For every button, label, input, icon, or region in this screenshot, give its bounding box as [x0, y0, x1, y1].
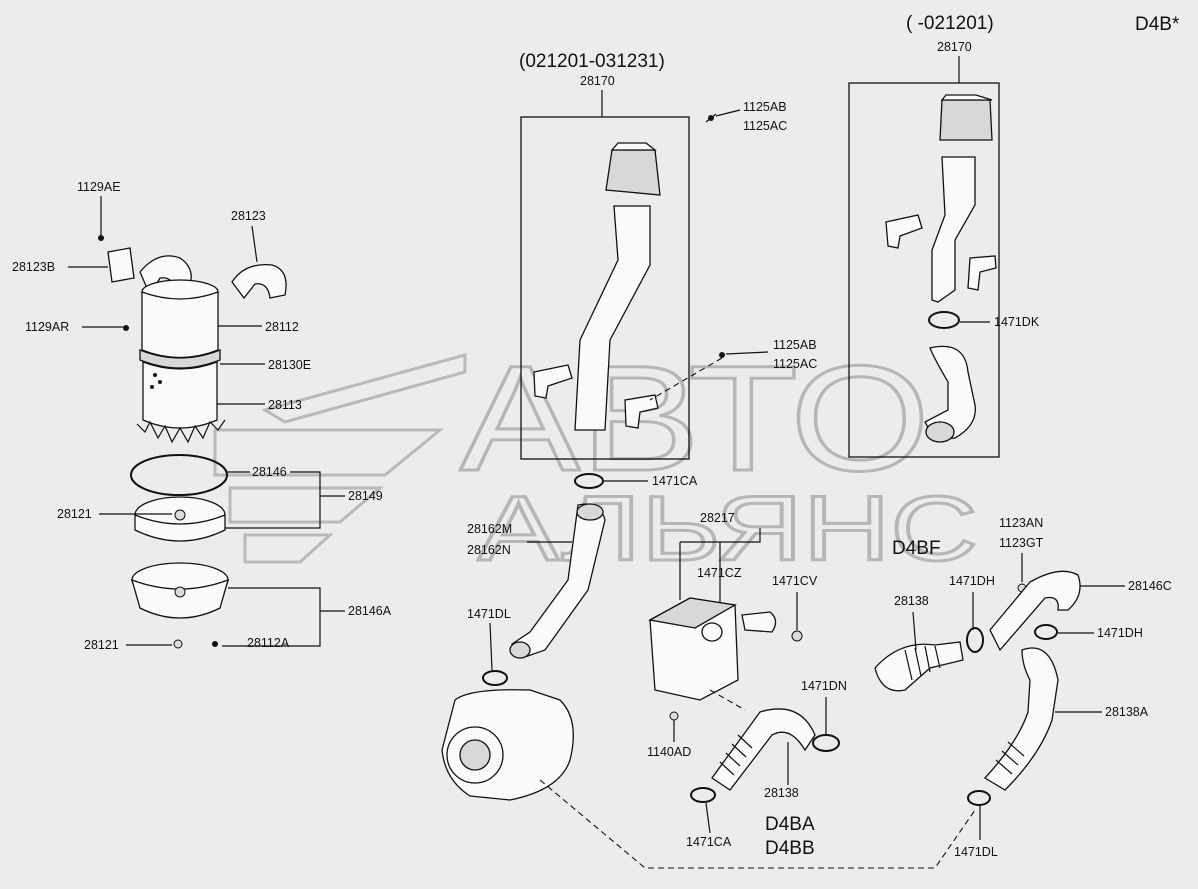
label-1123gt: 1123GT — [999, 536, 1044, 550]
label-28170-right: 28170 — [937, 40, 972, 54]
label-28123: 28123 — [231, 209, 266, 223]
kit-box-early — [848, 82, 1000, 458]
engine-d4ba: D4BA — [765, 814, 815, 835]
label-1471cv: 1471CV — [772, 574, 818, 588]
snorkel-kit-early: 28170 1471DK — [848, 40, 1040, 458]
kit-box-middle — [520, 116, 690, 460]
label-28146a: 28146A — [348, 604, 392, 618]
watermark-line1: АВТО — [460, 334, 930, 502]
label-28149: 28149 — [348, 489, 383, 503]
label-1129ae: 1129AE — [77, 180, 121, 194]
clamp-1471dk — [928, 311, 960, 329]
label-28138a: 28138A — [1105, 705, 1149, 719]
watermark: АВТО АЛЬЯНС — [213, 333, 980, 582]
label-1125ab-top: 1125AB — [743, 100, 787, 114]
snorkel-kit-middle: 28170 1125AB 1125AC 1125AB 1125AC — [520, 74, 817, 460]
label-1471dh-b: 1471DH — [1097, 626, 1143, 640]
intake-hoses-center: 1471CA 28162M 28162N 1471DL 28217 1471CZ… — [441, 473, 847, 849]
label-28138-right: 28138 — [894, 594, 929, 608]
label-1471ca-top: 1471CA — [652, 474, 698, 488]
label-28112: 28112 — [265, 320, 299, 334]
label-1140ad: 1140AD — [647, 745, 691, 759]
label-28113: 28113 — [268, 398, 302, 412]
header-middle: (021201-031231) — [519, 51, 665, 72]
label-28112a: 28112A — [247, 636, 290, 650]
watermark-wing-logo — [213, 353, 467, 564]
label-28123b: 28123B — [12, 260, 55, 274]
label-28146c: 28146C — [1128, 579, 1172, 593]
label-28121-a: 28121 — [57, 507, 92, 521]
engine-d4bb: D4BB — [765, 838, 815, 859]
label-1471dl-left: 1471DL — [467, 607, 511, 621]
label-1471dn: 1471DN — [801, 679, 847, 693]
engine-d4bf: D4BF — [892, 538, 941, 559]
label-28146: 28146 — [252, 465, 287, 479]
label-28170-mid: 28170 — [580, 74, 615, 88]
watermark-line2: АЛЬЯНС — [478, 478, 978, 580]
intake-hoses-d4bf: 1123AN 1123GT 28146C 1471DH 28138 1471DH… — [874, 516, 1172, 859]
label-1471dh-a: 1471DH — [949, 574, 995, 588]
label-28138-mid: 28138 — [764, 786, 799, 800]
label-28130e: 28130E — [268, 358, 311, 372]
label-1471ca-bot: 1471CA — [686, 835, 732, 849]
gasket-28146 — [130, 454, 228, 496]
label-28217: 28217 — [700, 511, 735, 525]
label-28162n: 28162N — [467, 543, 511, 557]
label-1125ac-mid: 1125AC — [773, 357, 817, 371]
label-28121-b: 28121 — [84, 638, 119, 652]
air-cleaner-assembly: 1129AE 28123B 28123 28112 1129AR 28130E … — [12, 180, 392, 652]
label-1123an: 1123AN — [999, 516, 1043, 530]
label-1471dk: 1471DK — [994, 315, 1040, 329]
variant-code: D4B* — [1135, 14, 1180, 35]
label-1129ar: 1129AR — [25, 320, 69, 334]
label-1125ab-mid: 1125AB — [773, 338, 817, 352]
header-early: ( -021201) — [906, 13, 994, 34]
label-28162m: 28162M — [467, 522, 512, 536]
label-1471cz: 1471CZ — [697, 566, 742, 580]
label-1471dl-right: 1471DL — [954, 845, 998, 859]
label-1125ac-top: 1125AC — [743, 119, 787, 133]
